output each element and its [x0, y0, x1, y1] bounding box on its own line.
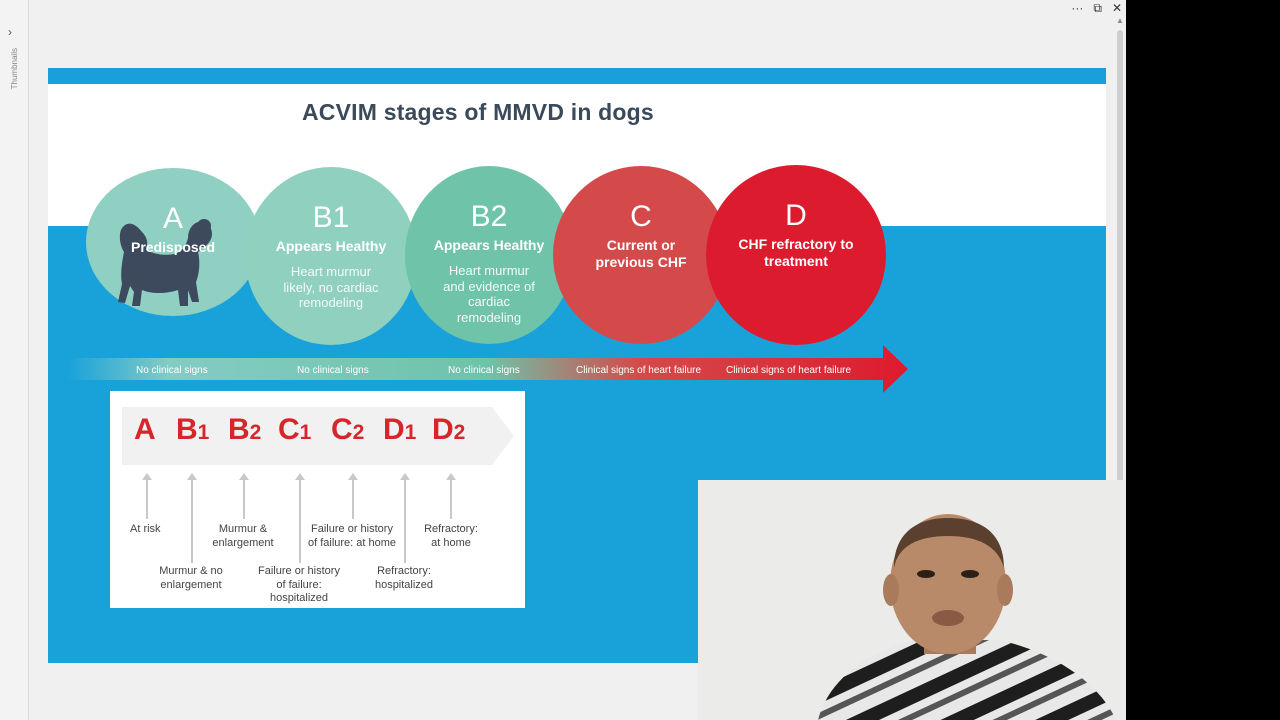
- stage-letter: A: [162, 202, 183, 235]
- pointer-arrow-icon: [239, 473, 249, 519]
- slide-title: ACVIM stages of MMVD in dogs: [302, 99, 654, 125]
- stage-b2-circle: B2 Appears Healthy Heart murmur and evid…: [405, 166, 573, 344]
- dog-silhouette-icon: [118, 219, 212, 306]
- stage-subtitle: CHF refractory to treatment: [738, 236, 854, 269]
- thumbnail-sidebar: › Thumbnails: [0, 0, 29, 720]
- substage-note: Refractory: at home: [424, 523, 478, 549]
- substage-panel: A B1 B2 C1 C2 D1 D2 At risk Murmur & no …: [110, 391, 525, 608]
- substage-label-d1: D1: [383, 413, 417, 446]
- substage-label-b2: B2: [228, 413, 262, 446]
- more-options-button[interactable]: ···: [1071, 1, 1084, 15]
- substage-note: Failure or history of failure: hospitali…: [258, 565, 340, 604]
- pointer-arrow-icon: [295, 473, 305, 563]
- window-controls: ··· ⧉ ✕: [1071, 0, 1122, 16]
- sidebar-expand-icon[interactable]: ›: [8, 25, 12, 39]
- substage-note: At risk: [130, 523, 161, 535]
- pointer-arrow-icon: [187, 473, 197, 563]
- pdf-viewer-window: › Thumbnails ··· ⧉ ✕ ▲ ACVIM stages of M…: [0, 0, 1126, 720]
- close-button[interactable]: ✕: [1111, 1, 1122, 15]
- clinical-sign-label: Clinical signs of heart failure: [576, 365, 702, 376]
- clinical-progression-arrow: [68, 345, 908, 393]
- pointer-arrow-icon: [348, 473, 358, 519]
- substage-arrow-background: [122, 407, 514, 465]
- presenter-video-icon: [698, 480, 1126, 720]
- stage-a-circle: A Predisposed: [86, 168, 260, 316]
- substage-label-b1: B1: [176, 413, 210, 446]
- substage-note: Murmur & enlargement: [212, 523, 274, 549]
- pointer-arrow-icon: [400, 473, 410, 563]
- clinical-sign-label: No clinical signs: [297, 365, 369, 376]
- pointer-arrow-icon: [142, 473, 152, 519]
- clinical-sign-label: No clinical signs: [136, 365, 208, 376]
- substage-label-d2: D2: [432, 413, 466, 446]
- stage-subtitle: Predisposed: [130, 239, 216, 255]
- presenter-webcam-overlay: [698, 480, 1126, 720]
- stage-description: Heart murmur and evidence of cardiac rem…: [443, 263, 535, 325]
- sidebar-label[interactable]: Thumbnails: [10, 48, 19, 90]
- substage-label-c1: C1: [278, 413, 312, 446]
- stage-letter: B2: [470, 200, 508, 233]
- stage-description: Heart murmur likely, no cardiac remodeli…: [283, 264, 379, 310]
- scroll-up-icon[interactable]: ▲: [1116, 16, 1124, 25]
- substage-note: Murmur & no enlargement: [159, 565, 223, 591]
- slide-page: ACVIM stages of MMVD in dogs A Predispos…: [48, 68, 1106, 663]
- restore-button[interactable]: ⧉: [1093, 1, 1102, 15]
- stage-letter: B1: [312, 201, 350, 234]
- stage-c-circle: C Current or previous CHF: [553, 166, 729, 344]
- substage-label-c2: C2: [331, 413, 365, 446]
- substage-note: Refractory: hospitalized: [374, 565, 434, 591]
- substage-note: Failure or history of failure: at home: [307, 523, 397, 549]
- stage-subtitle: Appears Healthy: [275, 238, 387, 254]
- clinical-sign-label: Clinical signs of heart failure: [726, 365, 852, 376]
- scroll-thumb[interactable]: [1117, 30, 1123, 720]
- substage-label-a: A: [134, 413, 156, 446]
- stage-subtitle: Current or previous CHF: [595, 237, 687, 270]
- stage-b1-circle: B1 Appears Healthy Heart murmur likely, …: [245, 167, 417, 345]
- stage-letter: C: [630, 200, 652, 233]
- clinical-sign-label: No clinical signs: [448, 365, 520, 376]
- stage-d-circle: D CHF refractory to treatment: [706, 165, 886, 345]
- stage-letter: D: [785, 199, 807, 232]
- stage-subtitle: Appears Healthy: [433, 237, 545, 253]
- slide-top-band: [48, 68, 1106, 84]
- pointer-arrow-icon: [446, 473, 456, 519]
